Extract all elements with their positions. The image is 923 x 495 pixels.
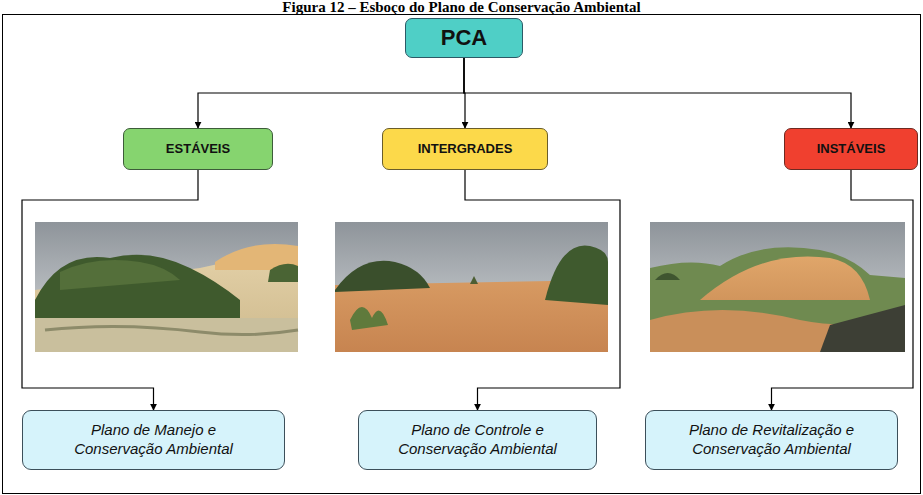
arrow-connector <box>198 58 464 128</box>
arrow-connector <box>772 170 914 410</box>
category-box: INTERGRADES <box>382 128 548 170</box>
arrow-connector <box>22 170 198 410</box>
plan-box: Plano de Controle e Conservação Ambienta… <box>358 410 597 470</box>
root-box: PCA <box>405 18 523 58</box>
arrow-connector <box>465 170 620 410</box>
outer-frame <box>3 15 921 494</box>
photo-intergrade <box>335 222 608 352</box>
node-label: ESTÁVEIS <box>166 141 230 157</box>
plan-box: Plano de Revitalização e Conservação Amb… <box>645 410 898 470</box>
node-label: Plano de Controle e Conservação Ambienta… <box>378 421 578 459</box>
node-label: PCA <box>441 24 487 52</box>
photo-unstable <box>650 222 905 352</box>
node-label: Plano de Manejo e Conservação Ambiental <box>54 421 254 459</box>
node-label: Plano de Revitalização e Conservação Amb… <box>667 421 877 459</box>
category-box: ESTÁVEIS <box>123 128 273 170</box>
photo-stable <box>35 222 298 352</box>
category-box: INSTÁVEIS <box>784 128 918 170</box>
node-label: INSTÁVEIS <box>817 141 886 157</box>
arrow-connector <box>464 58 851 128</box>
node-label: INTERGRADES <box>418 141 513 157</box>
figure-title: Figura 12 – Esboço do Plano de Conservaç… <box>0 0 923 14</box>
plan-box: Plano de Manejo e Conservação Ambiental <box>22 410 285 470</box>
